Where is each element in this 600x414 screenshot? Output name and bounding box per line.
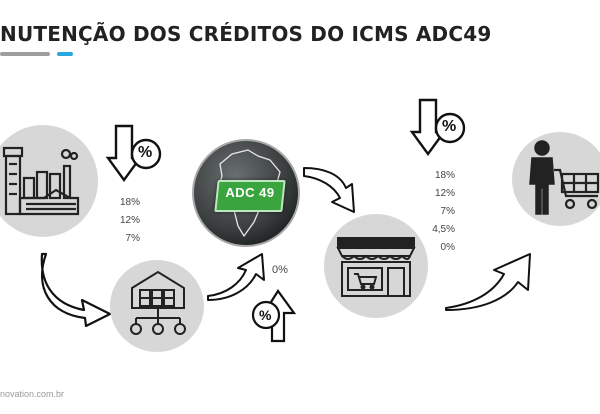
tax-down-percent-symbol-right: % (442, 118, 457, 135)
tax-down-arrow-icon-right (409, 98, 466, 157)
rates-left: 18% 12% 7% (112, 194, 140, 248)
curved-arrow-up-right (207, 253, 265, 301)
curved-arrow-up-right-2 (445, 253, 531, 311)
curved-arrow-down-right-2 (303, 167, 355, 213)
rate-right-5: 0% (440, 242, 455, 253)
factory-icon (2, 146, 80, 216)
page-title: NUTENÇÃO DOS CRÉDITOS DO ICMS ADC49 (0, 22, 492, 46)
rate-right-2: 12% (434, 188, 455, 199)
rates-right: 18% 12% 7% 4,5% 0% (424, 167, 455, 257)
rate-right-3: 7% (440, 206, 455, 217)
store-icon (336, 237, 416, 297)
shopping-cart-person-icon (529, 140, 600, 215)
tax-down-arrow-icon (105, 124, 162, 183)
rate-right-1: 18% (434, 170, 455, 181)
rate-left-1: 18% (119, 197, 140, 208)
warehouse-distribution-icon (130, 270, 186, 335)
rate-right-4: 4,5% (432, 224, 455, 235)
rate-middle: 0% (272, 264, 288, 276)
adc49-badge-label: ADC 49 (225, 185, 275, 200)
title-underline-blue (57, 52, 73, 56)
footer-url: novation.com.br (0, 389, 65, 399)
tax-up-percent-symbol: % (259, 307, 272, 323)
rate-left-3: 7% (125, 233, 140, 244)
curved-arrow-down-right (40, 252, 112, 328)
tax-up-arrow-icon (251, 289, 297, 343)
title-underline-gray (0, 52, 50, 56)
tax-down-percent-symbol: % (138, 144, 153, 161)
rate-left-2: 12% (119, 215, 140, 226)
